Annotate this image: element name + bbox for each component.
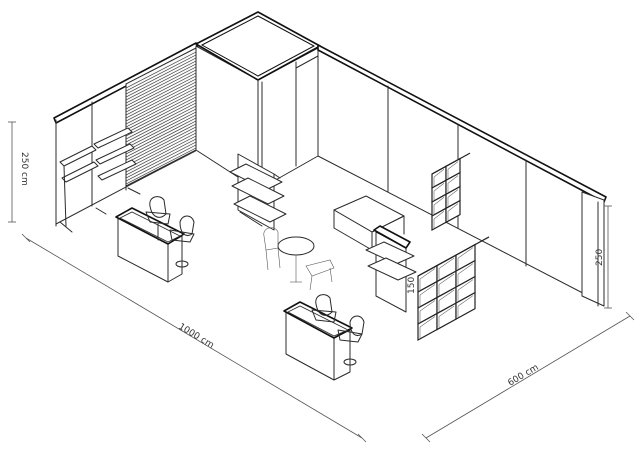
slat-line	[125, 120, 197, 158]
cube-top	[431, 152, 471, 175]
cube-depth-line	[419, 268, 436, 290]
slat-line	[125, 108, 197, 146]
reception-counter-left	[115, 207, 185, 283]
cube-depth-line	[457, 247, 474, 270]
cube-depth-line	[457, 263, 474, 286]
dimension-height-right: 250	[595, 205, 612, 309]
chair-front-1	[311, 294, 337, 323]
chair-left-2	[169, 215, 195, 268]
slat-line	[125, 75, 197, 113]
cube-depth-line	[447, 203, 459, 221]
cube-cell	[455, 291, 476, 321]
cube-depth-line	[457, 295, 474, 318]
slat-line	[125, 126, 197, 164]
slat-line	[125, 60, 197, 98]
height-left-label: 250 cm	[19, 152, 29, 186]
slat-line	[125, 72, 197, 110]
display-shelf-center	[229, 153, 287, 231]
slat-line	[125, 99, 197, 137]
slat-line	[125, 132, 197, 170]
cube-depth-line	[447, 161, 459, 179]
slat-line	[125, 87, 197, 125]
cube-depth-line	[438, 289, 455, 312]
slat-line	[125, 54, 197, 92]
slat-line	[125, 90, 197, 128]
cube-depth-line	[447, 189, 459, 207]
cube-depth-line	[438, 305, 455, 328]
slat-line	[125, 114, 197, 152]
slat-line	[125, 78, 197, 116]
cube-top	[417, 236, 490, 277]
cube-depth-line	[438, 257, 455, 280]
width-label: 600 cm	[506, 363, 540, 389]
counter-height-label: 150	[407, 277, 417, 294]
cube-cell	[445, 199, 461, 224]
cube-depth-line	[419, 284, 436, 306]
cube-shelving-front	[417, 236, 490, 342]
slat-line	[125, 63, 197, 101]
cube-depth-line	[433, 197, 445, 214]
slat-line	[125, 102, 197, 140]
slat-panel	[125, 47, 197, 188]
slat-line	[125, 138, 197, 176]
slat-line	[125, 129, 197, 167]
chair-front-2	[337, 315, 365, 366]
corner-storage-room	[195, 11, 323, 191]
slat-line	[125, 66, 197, 104]
wall-shelves-left	[59, 127, 141, 233]
height-right-label: 250	[595, 249, 605, 266]
back-right-wall	[317, 44, 607, 307]
slat-line	[125, 93, 197, 131]
slat-line	[125, 51, 197, 89]
cube-depth-line	[433, 211, 445, 228]
back-left-wall	[53, 42, 199, 227]
slat-line	[125, 123, 197, 161]
cube-shelving-back	[431, 152, 471, 232]
slat-line	[125, 81, 197, 119]
cube-depth-line	[433, 183, 445, 200]
slat-line	[125, 57, 197, 95]
slat-line	[125, 147, 197, 185]
dimension-height-left: 250 cm	[8, 121, 29, 223]
cube-depth-line	[419, 316, 436, 338]
cube-depth-line	[457, 279, 474, 302]
slat-line	[125, 105, 197, 143]
round-table-set	[263, 227, 335, 291]
slat-line	[125, 84, 197, 122]
slat-line	[125, 69, 197, 107]
slat-line	[125, 135, 197, 173]
slat-line	[125, 117, 197, 155]
slat-line	[125, 111, 197, 149]
cube-depth-line	[438, 273, 455, 296]
display-stand-right	[365, 225, 417, 313]
cube-depth-line	[447, 175, 459, 193]
chair-left-1	[145, 196, 171, 241]
cube-depth-line	[419, 300, 436, 322]
cube-depth-line	[433, 169, 445, 186]
dimension-width: 600 cm	[421, 311, 635, 443]
slat-line	[125, 150, 197, 188]
slat-line	[125, 144, 197, 182]
reception-counter-front	[283, 301, 353, 381]
slat-line	[125, 96, 197, 134]
length-label: 1000 cm	[176, 322, 215, 351]
slat-line	[125, 141, 197, 179]
dimension-counter-height: 150	[407, 277, 417, 294]
